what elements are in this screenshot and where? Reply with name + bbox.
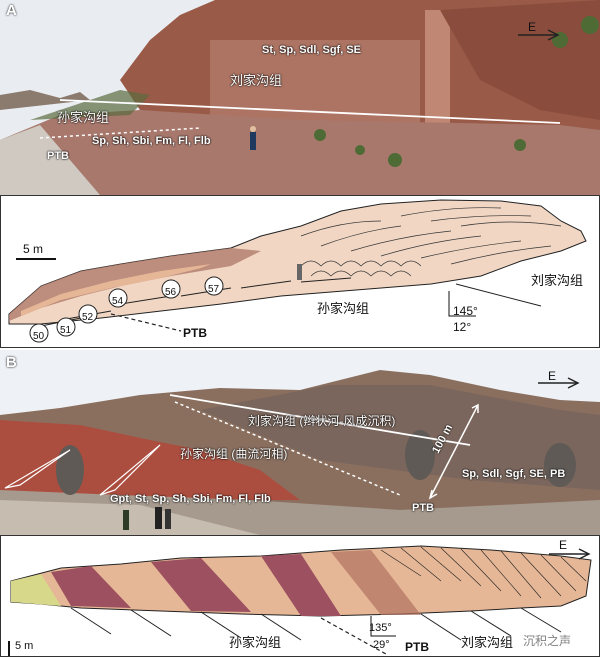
strike-label-b: 135° bbox=[369, 622, 392, 634]
compass-arrow-a bbox=[518, 29, 560, 41]
bed-number: 57 bbox=[208, 284, 220, 295]
panel-letter-a: A bbox=[6, 2, 17, 19]
formation-boundary-line bbox=[59, 99, 561, 124]
ptb-line-sketch-b bbox=[320, 617, 387, 655]
panel-b: B 刘家沟组 (辫状河-风成沉积) 孙家沟组 (曲流河相) 100 m Sp, … bbox=[0, 350, 600, 657]
photo-a-scene bbox=[0, 0, 600, 195]
sketch-b-drawing bbox=[8, 545, 592, 656]
ptb-label-sketch-b: PTB bbox=[405, 640, 429, 654]
ptb-line-b bbox=[174, 401, 401, 496]
upper-facies-codes-a: St, Sp, Sdl, Sgf, SE bbox=[262, 44, 362, 56]
scale-label-a: 5 m bbox=[23, 242, 44, 256]
thickness-arrow bbox=[429, 404, 479, 499]
scale-label-b: 5 m bbox=[15, 640, 34, 652]
lower-facies-codes-b: Gpt, St, Sp, Sh, Sbi, Fm, Fl, Flb bbox=[110, 493, 271, 505]
lower-unit-sketch-b: 孙家沟组 bbox=[229, 635, 282, 650]
strike-dip-symbol-b bbox=[370, 616, 396, 637]
ptb-label-sketch-a: PTB bbox=[183, 326, 207, 340]
photo-b: B 刘家沟组 (辫状河-风成沉积) 孙家沟组 (曲流河相) 100 m Sp, … bbox=[0, 350, 600, 535]
sketch-b: 5 m 孙家沟组 刘家沟组 135° 29° PTB E 沉积之声 bbox=[0, 535, 600, 657]
dip-label-a: 12° bbox=[453, 320, 472, 334]
sketch-a: 5 m 刘家沟组 孙家沟组 PTB 145° 12° 50 51 52 54 5… bbox=[0, 195, 600, 348]
ptb-line-sketch-a bbox=[110, 313, 182, 332]
lower-unit-sketch-a: 孙家沟组 bbox=[317, 301, 370, 316]
upper-unit-sketch-b: 刘家沟组 bbox=[461, 635, 514, 650]
panel-letter-b: B bbox=[6, 354, 17, 371]
compass-letter-a: E bbox=[528, 20, 537, 34]
sketch-a-drawing bbox=[8, 199, 587, 343]
panel-a: A St, Sp, Sdl, Sgf, SE 刘家沟组 孙家沟组 Sp, Sh,… bbox=[0, 0, 600, 348]
strike-label-a: 145° bbox=[453, 304, 478, 318]
bed-number: 54 bbox=[112, 296, 124, 307]
lower-unit-label-a: 孙家沟组 bbox=[57, 110, 110, 125]
ptb-label-b: PTB bbox=[412, 502, 434, 514]
ptb-label-a: PTB bbox=[47, 150, 69, 162]
strike-dip-symbol-a bbox=[448, 291, 476, 317]
lower-facies-codes-a: Sp, Sh, Sbi, Fm, Fl, Flb bbox=[92, 135, 211, 147]
watermark: 沉积之声 bbox=[523, 634, 572, 648]
bed-number: 50 bbox=[33, 331, 45, 342]
compass-letter-sketch-b: E bbox=[559, 538, 568, 552]
upper-unit-label-b: 刘家沟组 (辫状河-风成沉积) bbox=[248, 414, 396, 428]
compass-arrow-sketch-b bbox=[549, 548, 591, 560]
formation-boundary-line-b bbox=[169, 394, 471, 446]
ptb-line-a bbox=[39, 127, 201, 139]
upper-unit-sketch-a: 刘家沟组 bbox=[531, 273, 584, 288]
dip-label-b: 29° bbox=[373, 639, 390, 651]
people-scale bbox=[123, 507, 171, 530]
person-scale bbox=[250, 132, 256, 150]
lower-unit-label-b: 孙家沟组 (曲流河相) bbox=[180, 447, 288, 461]
upper-unit-label-a: 刘家沟组 bbox=[230, 73, 283, 88]
outcrop-outline-a bbox=[8, 199, 587, 325]
upper-facies-codes-b: Sp, Sdl, Sgf, SE, PB bbox=[462, 468, 566, 480]
bed-number: 56 bbox=[165, 287, 177, 298]
bed-number: 52 bbox=[82, 312, 94, 323]
compass-letter-b: E bbox=[548, 369, 557, 383]
photo-b-scene bbox=[0, 350, 600, 535]
bed-number: 51 bbox=[60, 325, 72, 336]
compass-arrow-b bbox=[538, 377, 580, 389]
photo-a: A St, Sp, Sdl, Sgf, SE 刘家沟组 孙家沟组 Sp, Sh,… bbox=[0, 0, 600, 195]
